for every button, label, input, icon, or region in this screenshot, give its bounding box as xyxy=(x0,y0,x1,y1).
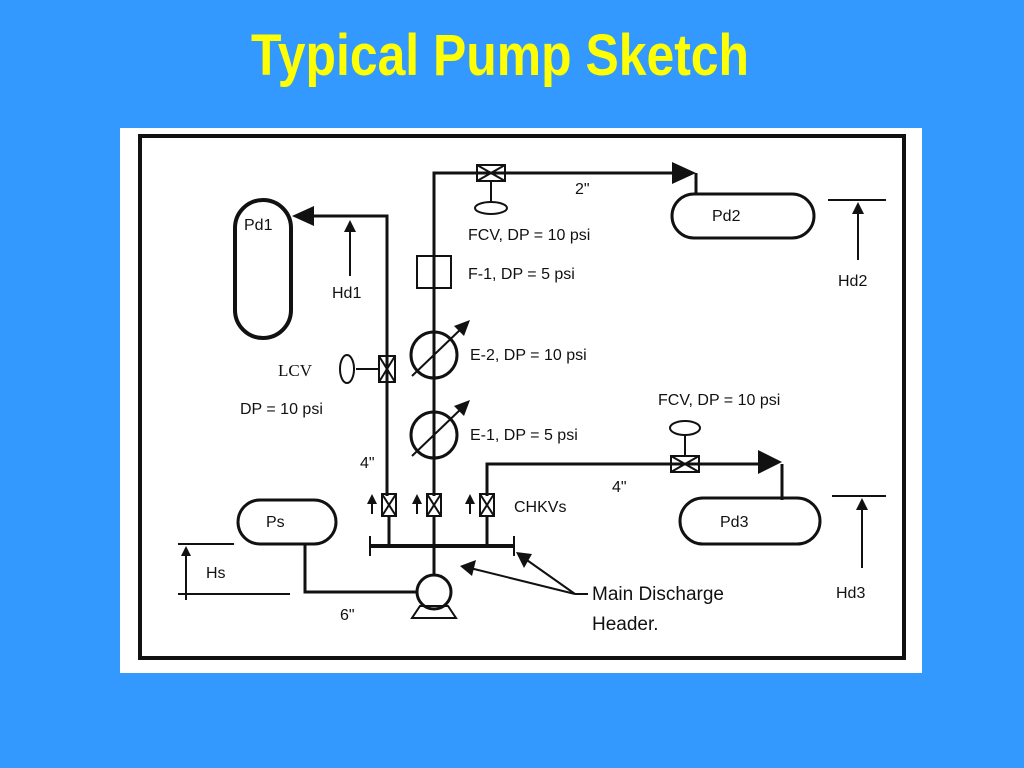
lcv-line-size-label: 4" xyxy=(360,455,375,472)
exchanger-e2 xyxy=(409,330,459,380)
exchanger-e1-arrowhead xyxy=(454,400,470,416)
hd2-arrow-head xyxy=(852,202,864,214)
fcv-top-x2 xyxy=(476,164,506,182)
check-valves-label: CHKVs xyxy=(514,499,566,516)
page-title: Typical Pump Sketch xyxy=(250,23,750,88)
exchanger-e1-diagonal xyxy=(411,407,463,457)
vessel-pd2 xyxy=(670,192,816,240)
vessel-pd1 xyxy=(233,198,293,340)
pointer-to-pump-head xyxy=(460,560,476,576)
hs-label: Hs xyxy=(206,565,226,582)
top-line-size-label: 2" xyxy=(575,181,590,198)
lcv-dp-label: DP = 10 psi xyxy=(240,401,323,418)
main-riser-pipe xyxy=(432,171,675,496)
vessel-pd2-label: Pd2 xyxy=(712,208,741,225)
pointer-to-pump xyxy=(469,567,576,595)
lcv-actuator xyxy=(339,354,355,384)
lcv-label: LCV xyxy=(278,361,313,380)
check-valve-1 xyxy=(367,493,397,517)
pd3-line-size-label: 4" xyxy=(612,479,627,496)
fcv-top-label: FCV, DP = 10 psi xyxy=(468,227,590,244)
check-valve-3 xyxy=(465,493,495,517)
fcv-top-actuator xyxy=(474,201,508,215)
exchanger-e1-label: E-1, DP = 5 psi xyxy=(470,427,578,444)
vessel-pd3-label: Pd3 xyxy=(720,514,749,531)
hs-arrow-top xyxy=(181,546,191,556)
hd2-label: Hd2 xyxy=(838,273,867,290)
diagram-border xyxy=(138,134,906,660)
hd3-label: Hd3 xyxy=(836,585,865,602)
exchanger-e2-arrowhead xyxy=(454,320,470,336)
vessel-ps xyxy=(236,498,338,546)
fcv-right-x2 xyxy=(670,455,700,473)
exchanger-e1 xyxy=(409,410,459,460)
vessel-pd1-label: Pd1 xyxy=(244,217,273,234)
hd1-arrow-head xyxy=(344,220,356,232)
pd1-feed-pipe xyxy=(310,214,389,496)
diagram-canvas: Pd1 Hd1 LCV DP = 10 psi 4" 2" FCV, DP = … xyxy=(138,134,906,660)
hd1-label: Hd1 xyxy=(332,285,361,302)
vessel-ps-label: Ps xyxy=(266,514,285,531)
pd2-inlet-arrow xyxy=(672,162,696,184)
pd1-inlet-arrow xyxy=(292,206,314,226)
filter-f1 xyxy=(416,255,452,289)
pointer-to-header xyxy=(523,557,576,595)
pump-base xyxy=(410,605,458,619)
fcv-right-actuator xyxy=(669,420,701,436)
vessel-pd3 xyxy=(678,496,822,546)
filter-f1-label: F-1, DP = 5 psi xyxy=(468,266,575,283)
main-discharge-header-label-line2: Header. xyxy=(592,614,659,635)
suction-pipe xyxy=(303,544,417,594)
check-valve-2 xyxy=(412,493,442,517)
lcv-valve-x2 xyxy=(378,355,396,383)
pd3-branch-pipe xyxy=(485,462,760,496)
pointer-to-header-head xyxy=(516,552,532,568)
hd3-arrow-head xyxy=(856,498,868,510)
exchanger-e2-label: E-2, DP = 10 psi xyxy=(470,347,587,364)
main-discharge-header-label-line1: Main Discharge xyxy=(592,584,724,605)
fcv-right-label: FCV, DP = 10 psi xyxy=(658,392,780,409)
pump-sketch-diagram: Pd1 Hd1 LCV DP = 10 psi 4" 2" FCV, DP = … xyxy=(120,128,922,673)
suction-size-label: 6" xyxy=(340,607,355,624)
exchanger-e2-diagonal xyxy=(411,327,463,377)
pd3-inlet-arrow xyxy=(758,450,782,474)
pump-casing xyxy=(415,573,453,611)
